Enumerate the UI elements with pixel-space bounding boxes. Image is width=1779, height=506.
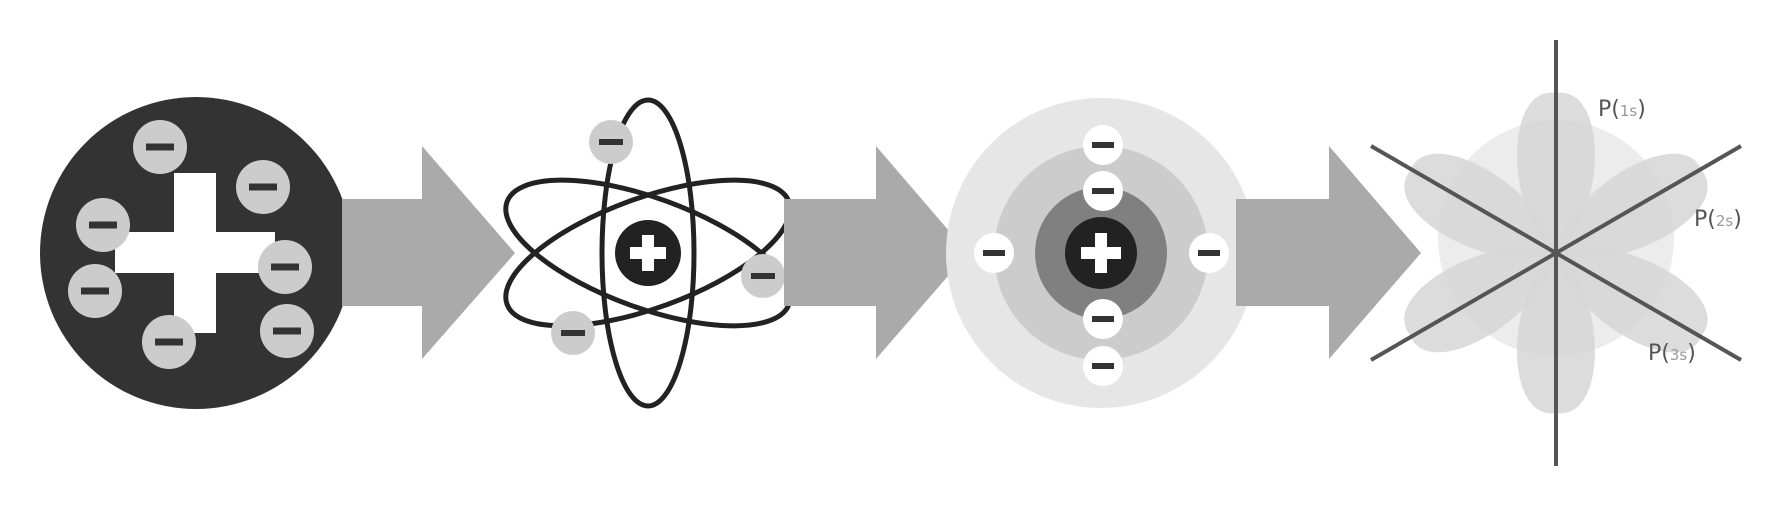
electron-minus-icon bbox=[258, 240, 312, 294]
electron-minus-icon bbox=[1083, 171, 1123, 211]
orbital-label-3s: P(3s) bbox=[1648, 341, 1696, 366]
transition-arrow bbox=[1236, 146, 1421, 359]
shell-model bbox=[946, 98, 1256, 408]
electron-group bbox=[551, 120, 785, 355]
electron-minus-icon bbox=[236, 160, 290, 214]
transition-arrow bbox=[784, 146, 968, 359]
axis-line bbox=[1369, 144, 1743, 362]
electron-minus-icon bbox=[589, 120, 633, 164]
transition-arrow bbox=[342, 146, 515, 359]
positive-cross-icon bbox=[115, 173, 275, 333]
orbital-label-2s: P(2s) bbox=[1694, 207, 1742, 232]
electron-minus-icon bbox=[1083, 125, 1123, 165]
electron-minus-icon bbox=[741, 254, 785, 298]
orbital-label-1s: P(1s) bbox=[1598, 97, 1646, 122]
electron-minus-icon bbox=[68, 264, 122, 318]
electron-minus-icon bbox=[260, 304, 314, 358]
electron-minus-icon bbox=[551, 311, 595, 355]
electron-minus-icon bbox=[974, 233, 1014, 273]
electron-minus-icon bbox=[1083, 346, 1123, 386]
plum-pudding-model bbox=[40, 97, 352, 409]
electron-minus-icon bbox=[1083, 299, 1123, 339]
electron-group bbox=[974, 125, 1229, 386]
planetary-model bbox=[503, 97, 793, 409]
electron-minus-icon bbox=[1189, 233, 1229, 273]
orbit-ring bbox=[599, 97, 697, 409]
nucleus-plus-icon bbox=[1081, 233, 1121, 273]
orbital-model: P(1s) P(2s) P(3s) bbox=[1369, 40, 1743, 466]
electron-minus-icon bbox=[133, 120, 187, 174]
nucleus-plus-icon bbox=[630, 235, 666, 271]
electron-group bbox=[68, 120, 314, 369]
electron-minus-icon bbox=[76, 198, 130, 252]
orbital-axes bbox=[1369, 40, 1743, 466]
electron-minus-icon bbox=[142, 315, 196, 369]
